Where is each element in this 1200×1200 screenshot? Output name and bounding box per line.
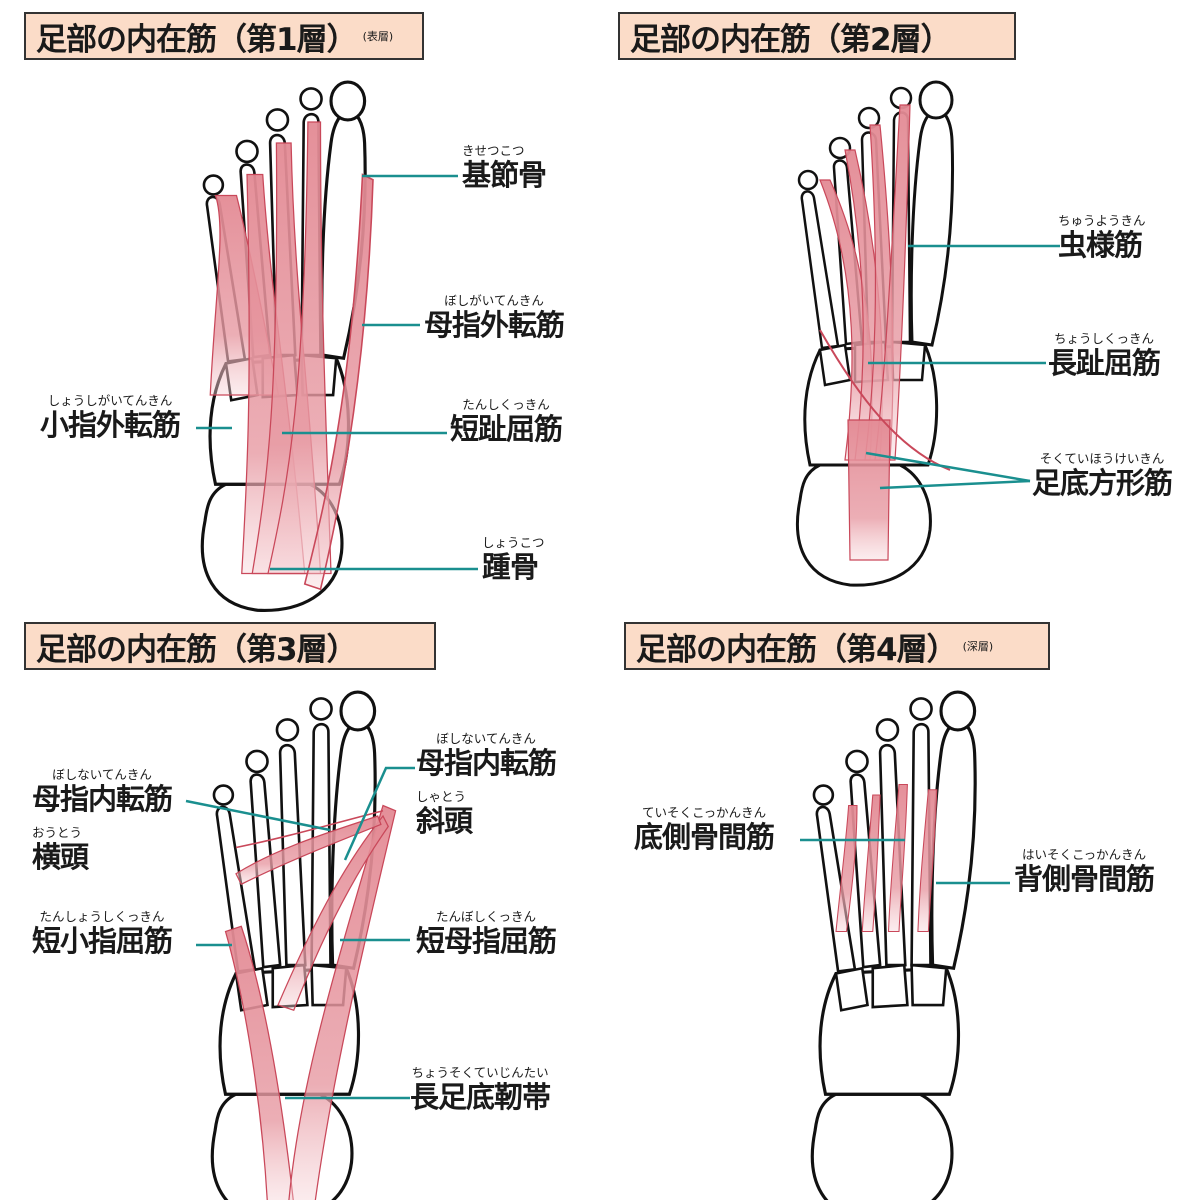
foot-layer-1-drawing xyxy=(200,80,374,612)
leader-lines xyxy=(185,174,1060,1100)
label-flexor-digiti-minimi-brevis: たんしょうしくっきん 短小指屈筋 xyxy=(32,909,173,959)
label-flexor-digitorum-brevis: たんしくっきん 短趾屈筋 xyxy=(450,397,563,447)
label-calcaneus: しょうこつ 踵骨 xyxy=(482,535,545,585)
label-flexor-hallucis-brevis: たんぼしくっきん 短母指屈筋 xyxy=(416,909,557,959)
panel-1-subtitle: (表層) xyxy=(362,30,394,43)
panel-1-title-text: 足部の内在筋（第1層） xyxy=(36,21,358,58)
panel-2-title-text: 足部の内在筋（第2層） xyxy=(630,21,952,58)
panel-3-title: 足部の内在筋（第3層） xyxy=(24,622,436,670)
panel-4-subtitle: (深層) xyxy=(962,640,994,653)
foot-layer-4-drawing xyxy=(810,690,977,1200)
panel-4-title: 足部の内在筋（第4層） (深層) xyxy=(624,622,1050,670)
label-abductor-hallucis: ぼしがいてんきん 母指外転筋 xyxy=(424,293,565,343)
label-long-plantar-ligament: ちょうそくていじんたい 長足底靭帯 xyxy=(410,1065,551,1115)
foot-layer-2-drawing xyxy=(795,80,955,587)
panel-2-title: 足部の内在筋（第2層） xyxy=(618,12,1016,60)
panel-3-title-text: 足部の内在筋（第3層） xyxy=(36,631,358,668)
label-abductor-digiti-minimi: しょうしがいてんきん 小指外転筋 xyxy=(40,393,181,443)
label-quadratus-plantae: そくていほうけいきん 足底方形筋 xyxy=(1032,451,1173,501)
panel-1-title: 足部の内在筋（第1層） (表層) xyxy=(24,12,424,60)
label-dorsal-interossei: はいそくこっかんきん 背側骨間筋 xyxy=(1014,847,1155,897)
label-proximal-phalanx: きせつこつ 基節骨 xyxy=(462,143,547,193)
label-lumbricals: ちゅうようきん 虫様筋 xyxy=(1058,213,1146,263)
label-flexor-digitorum-longus: ちょうしくっきん 長趾屈筋 xyxy=(1048,331,1161,381)
label-transverse-head: おうとう 横頭 xyxy=(32,825,89,875)
label-adductor-hallucis-left: ぼしないてんきん 母指内転筋 xyxy=(32,767,173,817)
panel-4-title-text: 足部の内在筋（第4層） xyxy=(636,631,958,668)
label-oblique-head: しゃとう 斜頭 xyxy=(416,789,473,839)
foot-layer-3-drawing xyxy=(210,690,397,1200)
label-plantar-interossei: ていそくこっかんきん 底側骨間筋 xyxy=(634,805,775,855)
label-adductor-hallucis-right: ぼしないてんきん 母指内転筋 xyxy=(416,731,557,781)
